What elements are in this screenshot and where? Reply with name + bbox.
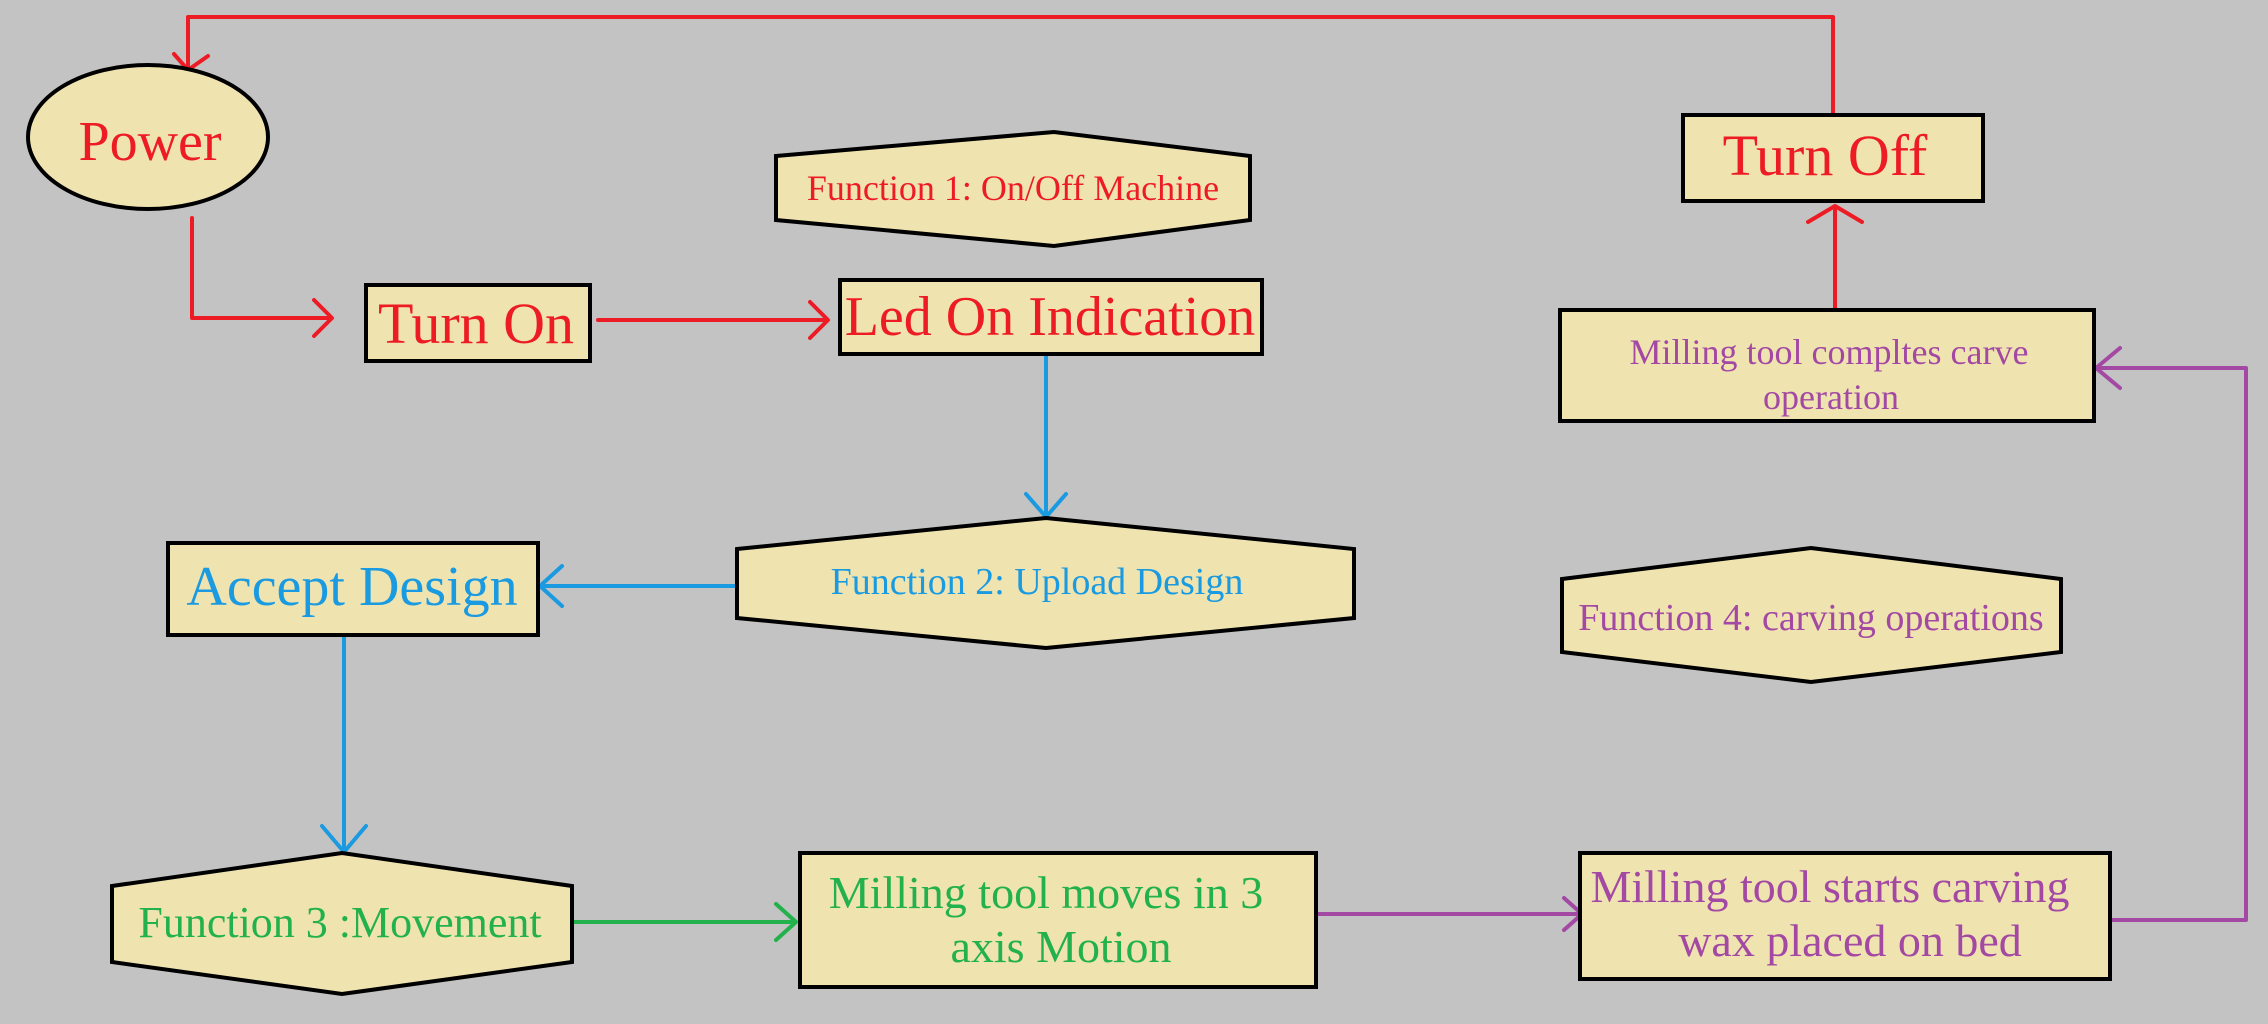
arrowhead-turnoff: [1806, 204, 1864, 224]
power-node: Power: [26, 63, 270, 211]
complete-box: [1558, 308, 2096, 423]
arrow-power-to-turnon: [190, 216, 332, 320]
function1-node: Function 1: On/Off Machine: [774, 129, 1252, 249]
turn-on-box: [364, 283, 592, 363]
turn-off-box: [1681, 113, 1985, 203]
moves-box: [798, 851, 1318, 989]
moves-label-line1: Milling tool moves in 3: [829, 867, 1263, 918]
arrowhead-moves: [774, 902, 798, 942]
power-label: Power: [78, 111, 221, 173]
function2-label: Function 2: Upload Design: [831, 561, 1244, 603]
function1-hexagon: [774, 129, 1252, 249]
turn-off-node: Turn Off: [1681, 113, 1985, 203]
turn-off-label: Turn Off: [1723, 123, 1928, 188]
led-on-box: [838, 278, 1264, 356]
arrowhead-turnon: [312, 298, 334, 338]
function4-node: Function 4: carving operations: [1560, 545, 2063, 685]
starts-label-line1: Milling tool starts carving: [1590, 861, 2069, 912]
starts-label-line2: wax placed on bed: [1678, 915, 2022, 966]
accept-design-node: Accept Design: [166, 541, 540, 637]
function1-label: Function 1: On/Off Machine: [807, 168, 1219, 208]
function4-hexagon: [1560, 545, 2063, 685]
starts-node: Milling tool starts carving wax placed o…: [1578, 851, 2112, 981]
starts-box: [1578, 851, 2112, 981]
power-ellipse: [26, 63, 270, 211]
accept-design-box: [166, 541, 540, 637]
function3-hexagon: [110, 850, 574, 997]
complete-label-line2: operation: [1763, 377, 1899, 417]
arrowhead-led: [808, 300, 830, 340]
arrow-starts-to-complete: [2096, 366, 2248, 922]
complete-label-line1: Milling tool compltes carve: [1630, 332, 2029, 372]
function2-hexagon: [735, 515, 1356, 651]
led-on-label: Led On Indication: [845, 286, 1256, 348]
led-on-node: Led On Indication: [838, 278, 1264, 356]
moves-node: Milling tool moves in 3 axis Motion: [798, 851, 1318, 989]
function3-node: Function 3 :Movement: [110, 850, 574, 997]
accept-design-label: Accept Design: [186, 556, 517, 618]
function3-label: Function 3 :Movement: [138, 898, 541, 947]
moves-label-line2: axis Motion: [950, 921, 1171, 972]
arrow-turnoff-to-power: [186, 15, 1835, 115]
turn-on-node: Turn On: [364, 283, 592, 363]
function2-node: Function 2: Upload Design: [735, 515, 1356, 651]
complete-node: Milling tool compltes carve operation: [1558, 308, 2096, 423]
turn-on-label: Turn On: [378, 291, 574, 356]
function4-label: Function 4: carving operations: [1578, 597, 2043, 639]
